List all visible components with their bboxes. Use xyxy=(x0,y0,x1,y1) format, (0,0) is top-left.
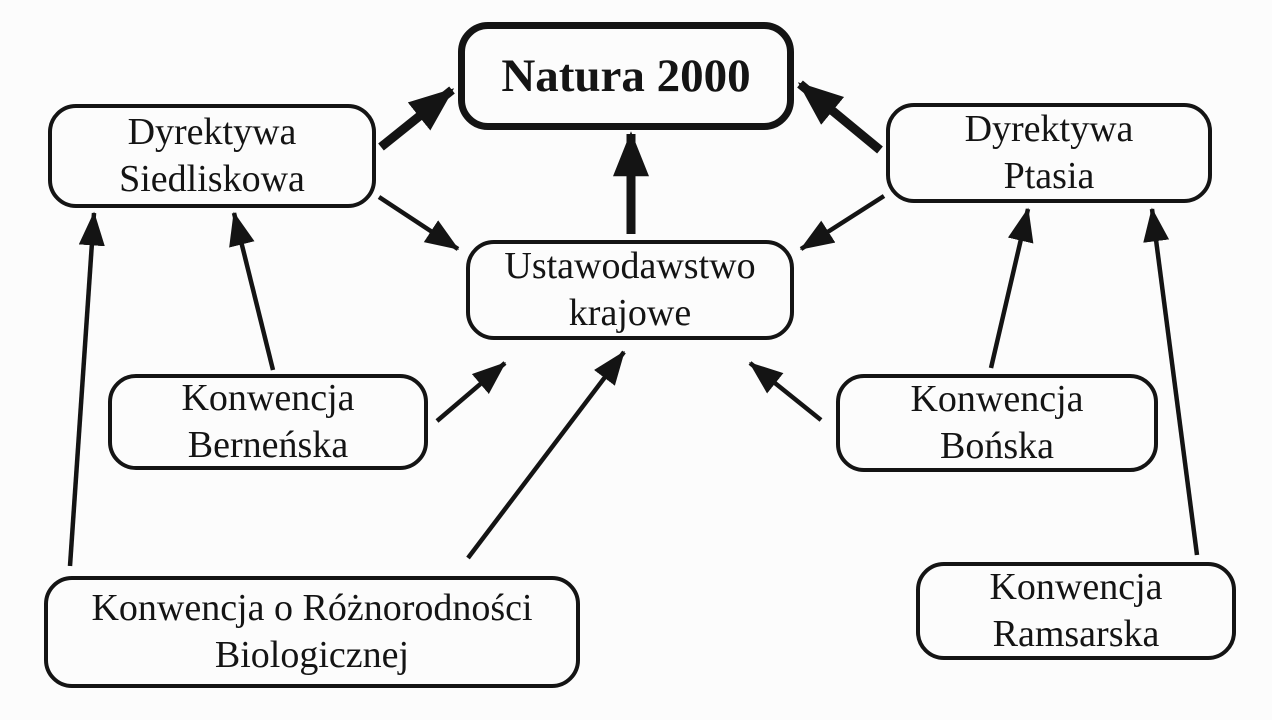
node-natura-2000: Natura 2000 xyxy=(458,22,794,130)
node-konwencja-bernenska: Konwencja Berneńska xyxy=(108,374,428,470)
node-ustawodawstwo-krajowe: Ustawodawstwo krajowe xyxy=(466,240,794,340)
node-dyrektywa-siedliskowa: Dyrektywa Siedliskowa xyxy=(48,104,376,208)
node-konwencja-roznorodnosci: Konwencja o Różnorodności Biologicznej xyxy=(44,576,580,688)
node-konwencja-ramsarska: Konwencja Ramsarska xyxy=(916,562,1236,660)
node-konwencja-bonska: Konwencja Bońska xyxy=(836,374,1158,472)
node-dyrektywa-ptasia: Dyrektywa Ptasia xyxy=(886,103,1212,203)
